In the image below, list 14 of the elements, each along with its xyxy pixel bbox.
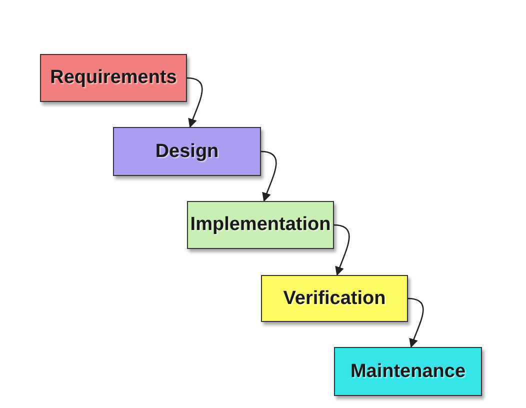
process-box [261,275,408,322]
box-label: Design [155,140,219,164]
curved-arrow [260,150,277,202]
process-box [187,201,334,249]
box-label: Implementation [190,213,331,237]
box-label: Requirements [50,66,177,90]
curved-arrow [334,224,350,276]
process-box [40,54,187,102]
curved-arrow [408,298,424,348]
box-label: Maintenance [350,360,466,384]
process-box [334,347,482,396]
process-box [113,127,261,176]
curved-arrow [186,77,203,128]
box-label: Verification [283,286,386,310]
